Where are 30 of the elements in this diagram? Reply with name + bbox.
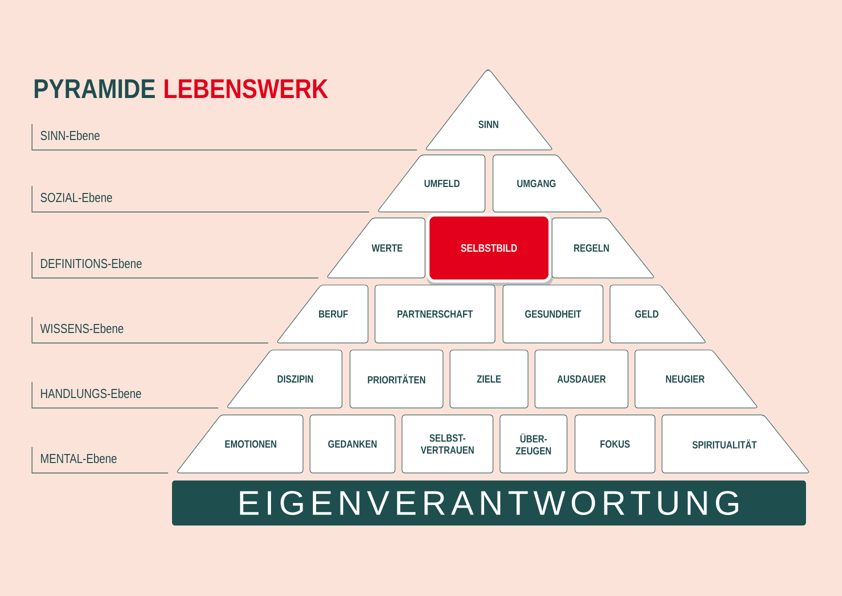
pyramid-block: SELBST- VERTRAUEN	[402, 414, 494, 474]
pyramid-block: EMOTIONEN	[177, 414, 304, 474]
pyramid-block: WERTE	[327, 218, 426, 278]
highlight-box: SELBSTBILD	[426, 213, 553, 286]
pyramid-block: SINN	[426, 70, 552, 150]
level-label: HANDLUNGS-Ebene	[32, 382, 219, 408]
pyramid-block: GESUNDHEIT	[502, 284, 604, 344]
pyramid-block: FOKUS	[574, 414, 656, 474]
pyramid-block: UMFELD	[378, 154, 486, 212]
pyramid-block: SPIRITUALITÄT	[662, 414, 809, 474]
pyramid-block: DISZIPIN	[227, 350, 342, 408]
pyramid-block: GEDANKEN	[310, 414, 396, 474]
level-label: WISSENS-Ebene	[32, 316, 269, 344]
level-label: MENTAL-Ebene	[32, 446, 168, 474]
level-label: DEFINITIONS-Ebene	[32, 252, 319, 278]
level-label: SINN-Ebene	[32, 124, 418, 150]
pyramid-block: PRIORITÄTEN	[350, 350, 444, 408]
pyramid-block: REGELN	[552, 218, 654, 278]
title: PYRAMIDE	[34, 79, 155, 98]
foundation-bar: EIGENVERANTWORTUNG	[172, 480, 806, 526]
pyramid-block: NEUGIER	[634, 350, 758, 408]
pyramid-block: ZIELE	[450, 350, 528, 408]
title: LEBENSWERK	[164, 79, 328, 98]
pyramid-block: BERUF	[277, 284, 368, 344]
level-label: SOZIAL-Ebene	[32, 186, 370, 212]
pyramid-block: GELD	[610, 284, 706, 344]
pyramid-block: AUSDAUER	[534, 350, 628, 408]
pyramid-block: ÜBER- ZEUGEN	[500, 414, 568, 474]
pyramid-block: PARTNERSCHAFT	[374, 284, 496, 344]
pyramid-block: UMGANG	[492, 154, 602, 212]
